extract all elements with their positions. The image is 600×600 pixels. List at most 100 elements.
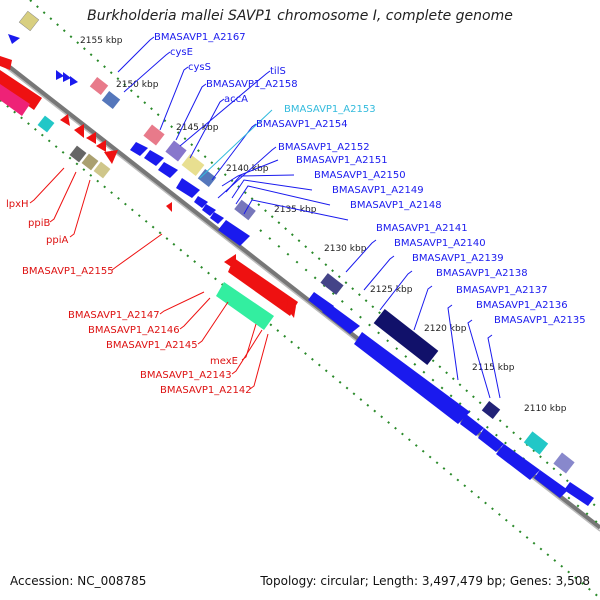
gene-label[interactable]: BMASAVP1_A2151: [296, 155, 388, 166]
gene-label[interactable]: BMASAVP1_A2146: [88, 325, 180, 336]
leader-line: [413, 285, 433, 331]
forward-gene: [320, 273, 344, 295]
edge-arrow: [8, 34, 20, 44]
gene-label-highlight[interactable]: BMASAVP1_A2153: [284, 104, 376, 115]
scale-label: 2110 kbp: [524, 404, 567, 414]
gene-label[interactable]: accA: [224, 94, 248, 105]
forward-gene: [354, 332, 470, 424]
reverse-gene: [228, 258, 298, 316]
gene-label[interactable]: mexE: [210, 356, 238, 367]
leader-line: [117, 36, 155, 73]
map-title: Burkholderia mallei SAVP1 chromosome I, …: [87, 8, 513, 24]
forward-gene: [534, 470, 568, 498]
reverse-gene: [278, 300, 288, 312]
gene-label[interactable]: BMASAVP1_A2167: [154, 32, 246, 43]
leader-line: [231, 329, 263, 375]
forward-leader-lines: [117, 36, 501, 399]
leader-line: [379, 270, 413, 311]
gene-label[interactable]: BMASAVP1_A2137: [456, 285, 548, 296]
reverse-gene: [74, 124, 84, 138]
forward-gene: [181, 153, 205, 177]
forward-gene-labels: BMASAVP1_A2167 cysE cysS tilS BMASAVP1_A…: [154, 32, 586, 326]
scale-label: 2125 kbp: [370, 285, 413, 295]
gene-label[interactable]: tilS: [270, 66, 286, 77]
leader-line: [243, 199, 349, 221]
leader-line: [175, 83, 207, 141]
leader-line: [179, 70, 271, 147]
gene-label[interactable]: lpxH: [6, 199, 29, 210]
forward-gene: [322, 304, 360, 334]
gene-label[interactable]: BMASAVP1_A2138: [436, 268, 528, 279]
reverse-gene: [60, 114, 70, 126]
forward-gene: [70, 76, 78, 86]
scale-label: 2115 kbp: [472, 363, 515, 373]
leader-line: [29, 167, 65, 204]
gene-label[interactable]: BMASAVP1_A2154: [256, 119, 348, 130]
leader-line: [225, 174, 295, 193]
scale-label: 2140 kbp: [226, 164, 269, 174]
forward-gene: [158, 162, 178, 178]
leader-line: [363, 255, 395, 291]
forward-gene: [478, 428, 504, 452]
gene-label[interactable]: BMASAVP1_A2145: [106, 340, 198, 351]
leader-line: [231, 179, 313, 199]
leader-line: [189, 98, 225, 159]
leader-line: [249, 333, 269, 390]
forward-gene: [89, 76, 109, 96]
reverse-gene-labels: lpxH ppiB ppiA BMASAVP1_A2155 BMASAVP1_A…: [6, 199, 252, 396]
gene-label[interactable]: BMASAVP1_A2148: [350, 200, 442, 211]
scale-label: 2120 kbp: [424, 324, 467, 334]
scale-labels: 2155 kbp 2150 kbp 2145 kbp 2140 kbp 2135…: [80, 36, 567, 414]
forward-gene: [202, 204, 216, 216]
gene-label[interactable]: ppiA: [46, 235, 68, 246]
gene-label[interactable]: cysS: [188, 62, 211, 73]
forward-gene: [176, 178, 200, 198]
forward-gene: [130, 142, 148, 156]
reverse-gene: [166, 202, 172, 212]
leader-line: [49, 171, 77, 223]
forward-gene: [234, 199, 256, 221]
forward-genes: [56, 70, 594, 506]
gene-label[interactable]: BMASAVP1_A2149: [332, 185, 424, 196]
forward-gene: [56, 70, 64, 80]
forward-gene: [101, 90, 121, 110]
gene-label[interactable]: BMASAVP1_A2150: [314, 170, 406, 181]
reverse-gene: [93, 161, 111, 179]
gene-label[interactable]: BMASAVP1_A2143: [140, 370, 232, 381]
gene-label[interactable]: BMASAVP1_A2136: [476, 300, 568, 311]
forward-guide-line: [29, 0, 600, 511]
gene-label[interactable]: BMASAVP1_A2141: [376, 223, 468, 234]
gene-label[interactable]: BMASAVP1_A2140: [394, 238, 486, 249]
reverse-gene: [0, 84, 30, 116]
gene-label[interactable]: BMASAVP1_A2142: [160, 385, 252, 396]
gene-label[interactable]: BMASAVP1_A2155: [22, 266, 114, 277]
gene-label[interactable]: ppiB: [28, 218, 50, 229]
leader-line: [487, 334, 501, 399]
reverse-genes: [0, 56, 298, 330]
leader-line: [345, 239, 377, 273]
reverse-gene: [104, 150, 118, 164]
reverse-gene: [288, 306, 296, 318]
reverse-gene: [96, 140, 106, 152]
gene-label[interactable]: BMASAVP1_A2152: [278, 142, 370, 153]
leader-line: [221, 159, 279, 187]
gene-label[interactable]: BMASAVP1_A2158: [206, 79, 298, 90]
reverse-guide-line: [0, 99, 600, 599]
leader-line: [159, 291, 205, 315]
leader-line: [69, 179, 91, 238]
gene-label[interactable]: BMASAVP1_A2139: [412, 253, 504, 264]
forward-gene: [165, 140, 187, 162]
gene-label[interactable]: cysE: [170, 47, 193, 58]
leader-line-highlight: [199, 109, 273, 179]
reverse-gene: [86, 132, 96, 144]
reverse-gene: [81, 153, 99, 171]
gene-label[interactable]: BMASAVP1_A2135: [494, 315, 586, 326]
accession-text: Accession: NC_008785: [10, 574, 147, 588]
forward-gene: [218, 220, 250, 246]
reverse-gene: [0, 56, 12, 70]
gene-label[interactable]: BMASAVP1_A2147: [68, 310, 160, 321]
forward-gene: [210, 212, 224, 224]
reverse-gene: [37, 115, 55, 133]
forward-gene: [481, 400, 501, 420]
